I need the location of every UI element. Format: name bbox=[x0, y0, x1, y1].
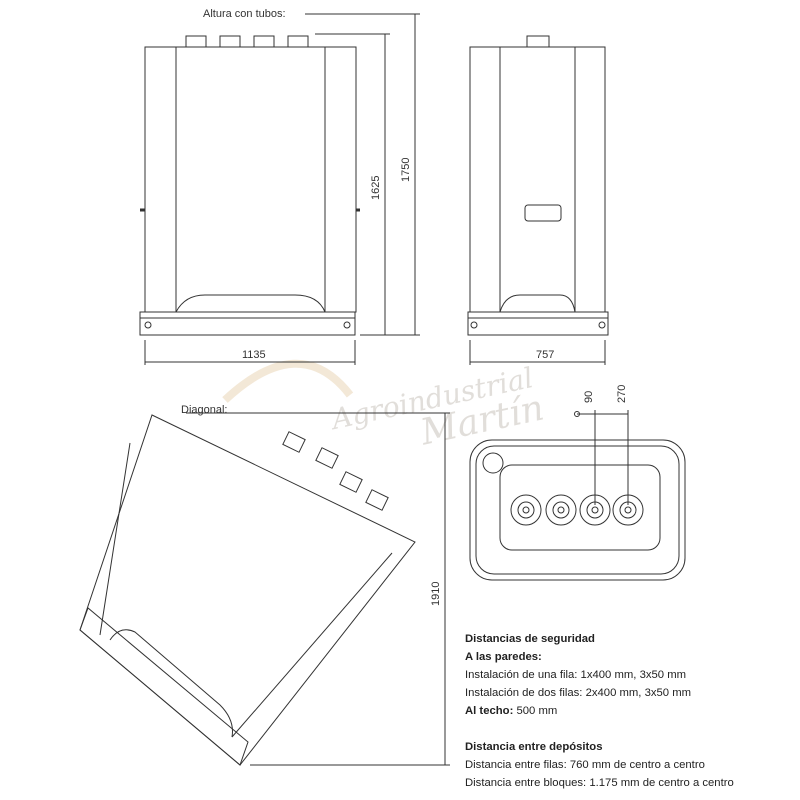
walls-label: A las paredes: bbox=[465, 651, 542, 663]
side-view bbox=[467, 35, 609, 365]
side-width-dimension: 757 bbox=[536, 349, 555, 361]
pipe-ports bbox=[510, 494, 644, 526]
front-width-dimension: 1135 bbox=[242, 349, 266, 361]
height-with-pipes-label: Altura con tubos: bbox=[203, 8, 286, 20]
diagonal-view bbox=[79, 412, 450, 766]
between-tanks-title: Distancia entre depósitos bbox=[465, 741, 603, 753]
handle-icon bbox=[524, 204, 562, 222]
between-blocks-note: Distancia entre bloques: 1.175 mm de cen… bbox=[465, 777, 734, 789]
one-row-note: Instalación de una fila: 1x400 mm, 3x50 … bbox=[465, 669, 687, 681]
between-rows-note: Distancia entre filas: 760 mm de centro … bbox=[465, 759, 705, 771]
watermark-swoosh bbox=[222, 359, 354, 403]
two-rows-note: Instalación de dos filas: 2x400 mm, 3x50… bbox=[465, 687, 692, 699]
safety-notes: Distancias de seguridad A las paredes: I… bbox=[465, 630, 734, 792]
front-total-height-dimension: 1750 bbox=[400, 157, 412, 182]
ceiling-note: Al techo: 500 mm bbox=[465, 702, 734, 720]
diagonal-label: Diagonal: bbox=[181, 404, 228, 416]
ceiling-value: 500 mm bbox=[513, 705, 558, 717]
top-view bbox=[469, 410, 686, 581]
safety-title: Distancias de seguridad bbox=[465, 633, 595, 645]
top-dimension-90: 90 bbox=[583, 390, 595, 403]
top-dimension-270: 270 bbox=[616, 384, 628, 403]
front-body-height-dimension: 1625 bbox=[370, 175, 382, 200]
front-view bbox=[139, 13, 420, 365]
ceiling-label: Al techo: bbox=[465, 705, 514, 717]
diagonal-dimension: 1910 bbox=[430, 581, 442, 606]
